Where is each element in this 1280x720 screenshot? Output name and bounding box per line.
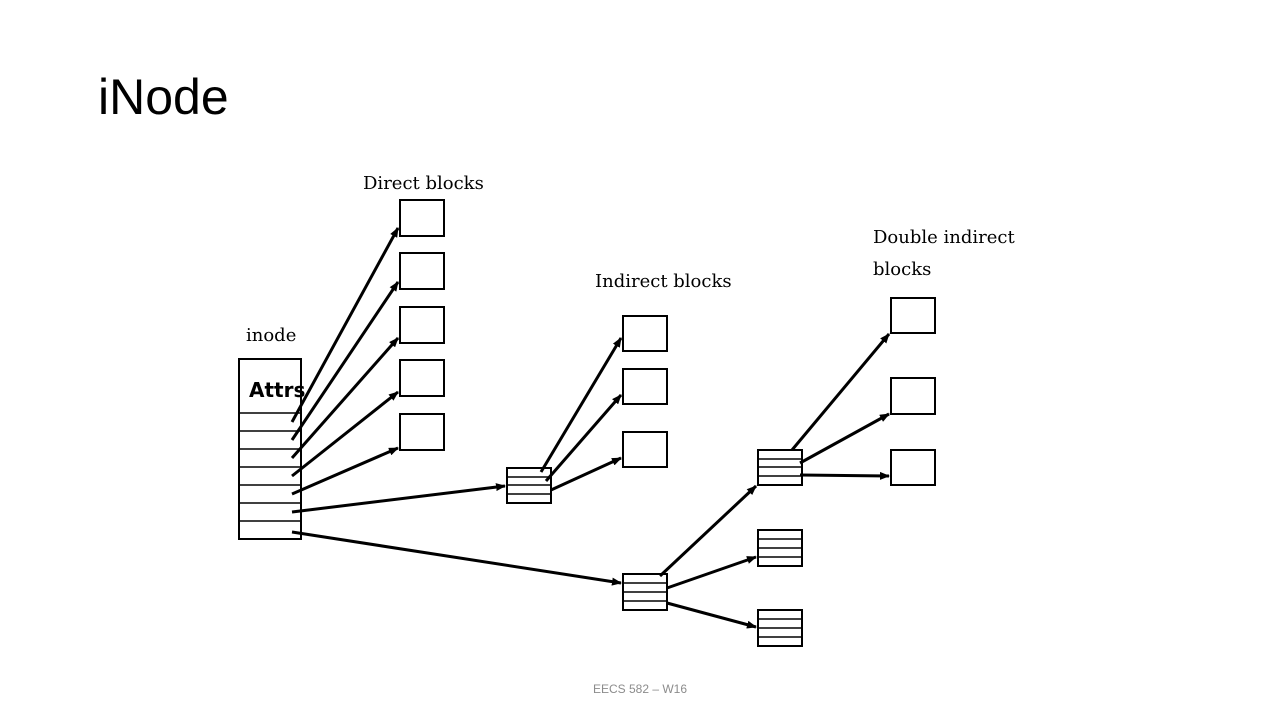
double-indirect-level1-arrows: [658, 484, 758, 629]
pointer-arrow: [291, 446, 399, 496]
indirect-block: [622, 368, 668, 405]
pointer-arrow: [290, 281, 400, 441]
pointer-arrow: [291, 390, 399, 478]
slide-title: iNode: [98, 69, 229, 125]
double-indirect-block: [890, 297, 936, 334]
second-level-pointer-block: [757, 529, 803, 567]
pointer-arrow: [799, 412, 890, 465]
direct-block: [399, 413, 445, 451]
double-indirect-block: [890, 449, 936, 486]
indirect-pointer-arrow: [291, 483, 506, 514]
double-indirect-blocks: [890, 297, 936, 486]
inode-structure: Attrs: [238, 358, 305, 540]
direct-blocks-label: Direct blocks: [363, 173, 484, 194]
second-level-pointer-blocks: [757, 449, 803, 647]
pointer-arrow: [790, 333, 891, 451]
direct-block: [399, 252, 445, 290]
direct-block: [399, 199, 445, 237]
double-indirect-level2-arrows: [790, 333, 891, 480]
pointer-arrow: [658, 484, 758, 578]
indirect-block: [622, 315, 668, 352]
double-indirect-pointer-arrow: [291, 530, 622, 586]
double-indirect-block: [890, 377, 936, 415]
indirect-blocks: [622, 315, 668, 468]
second-level-pointer-block: [757, 449, 803, 486]
pointer-arrow: [544, 394, 623, 482]
slide-footer: EECS 582 – W16: [592, 682, 688, 696]
direct-block: [399, 306, 445, 344]
pointer-arrow: [666, 555, 757, 590]
indirect-block: [622, 431, 668, 468]
pointer-arrow: [290, 227, 400, 423]
pointer-arrow: [666, 601, 757, 629]
pointer-arrow: [539, 337, 623, 473]
pointer-arrow: [799, 471, 890, 480]
second-level-pointer-block: [757, 609, 803, 647]
indirect-blocks-label: Indirect blocks: [595, 271, 732, 292]
direct-arrows: [290, 227, 400, 496]
pointer-arrow: [550, 456, 622, 492]
direct-blocks: [399, 199, 445, 451]
pointer-arrow: [290, 337, 400, 459]
indirect-pointer-block: [506, 467, 552, 504]
direct-block: [399, 359, 445, 397]
indirect-arrows: [539, 337, 623, 492]
double-indirect-pointer-block: [622, 573, 668, 611]
double-indirect-label-line2: blocks: [873, 259, 931, 280]
attrs-label: Attrs: [249, 378, 305, 402]
inode-label: inode: [246, 325, 296, 346]
double-indirect-label-line1: Double indirect: [873, 227, 1015, 248]
